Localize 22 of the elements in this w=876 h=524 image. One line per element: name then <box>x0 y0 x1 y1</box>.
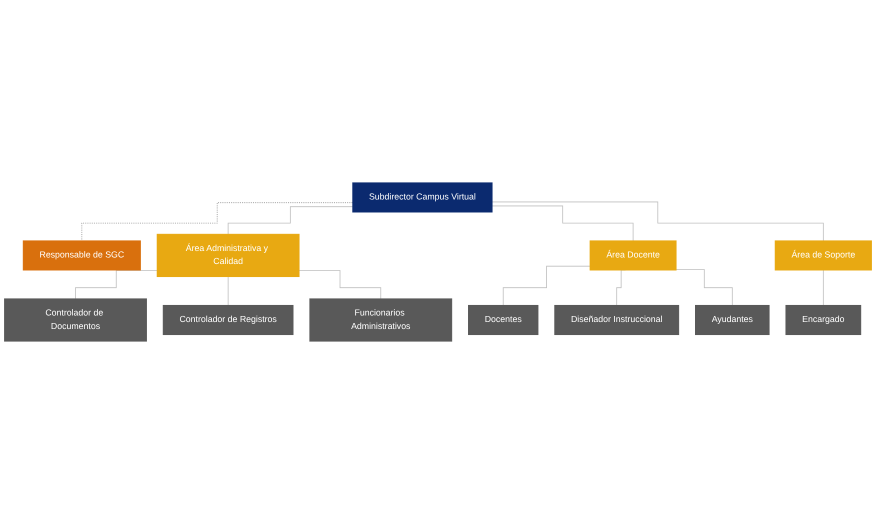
connector <box>228 206 353 234</box>
connector <box>298 270 382 300</box>
connector <box>492 206 634 242</box>
connector <box>502 266 590 306</box>
connector <box>75 270 158 300</box>
node-box: Responsable de SGC <box>22 240 141 270</box>
connector <box>822 270 824 306</box>
connector <box>81 202 353 242</box>
node-box: Subdirector Campus Virtual <box>352 182 493 212</box>
node-box: Funcionarios Administrativos <box>309 298 452 342</box>
node-box: Área Docente <box>590 240 677 270</box>
connector <box>676 269 733 306</box>
node-box: Diseñador Instruccional <box>554 304 680 336</box>
node-box: Controlador de Registros <box>162 304 294 336</box>
connector <box>492 202 824 242</box>
node-box: Área Administrativa y Calidad <box>156 234 300 278</box>
node-box: Controlador de Documentos <box>4 298 147 342</box>
node-box: Ayudantes <box>695 304 770 336</box>
node-box: Área de Soporte <box>774 240 872 270</box>
connector <box>228 276 229 306</box>
node-box: Docentes <box>468 304 538 336</box>
node-box: Encargado <box>785 304 862 336</box>
